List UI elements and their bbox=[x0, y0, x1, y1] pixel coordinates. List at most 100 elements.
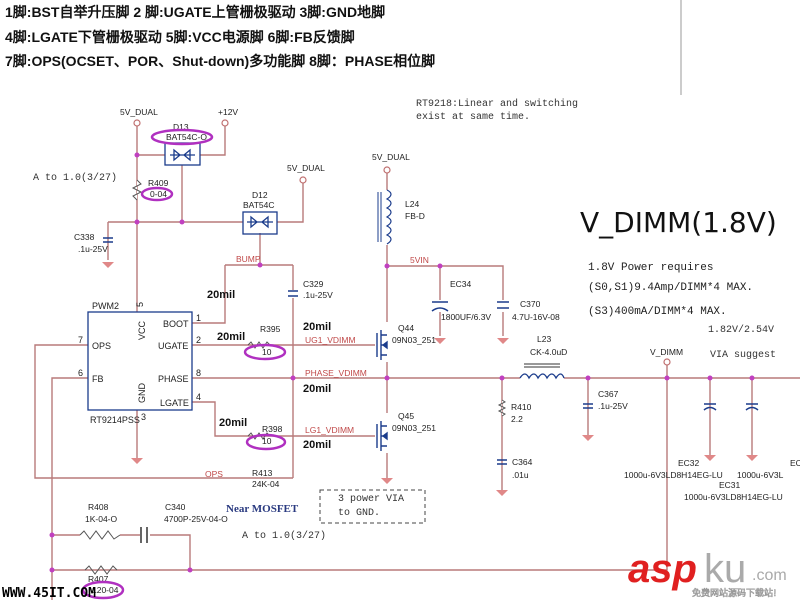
power-via-note-2: to GND. bbox=[338, 508, 380, 519]
net-bump: BUMP bbox=[236, 254, 261, 264]
c338-ref: C338 bbox=[74, 232, 95, 242]
junctions bbox=[49, 152, 755, 573]
trace-width-boot: 20mil bbox=[207, 289, 235, 301]
c329-value: .1u-25V bbox=[303, 290, 333, 300]
pin-ugate: UGATE bbox=[158, 341, 188, 351]
resistor-r398: R398 10 bbox=[245, 424, 287, 451]
logo-ku: ku bbox=[704, 547, 746, 591]
capacitor-ec-partial: EC 1000u-6V3L bbox=[737, 403, 800, 480]
r413-value: 24K-04 bbox=[252, 479, 280, 489]
resistor-r410: R410 2.2 bbox=[497, 399, 532, 424]
rail-title: V_DIMM(1.8V) bbox=[580, 206, 777, 239]
watermark-45it: WWW.45IT.COM bbox=[2, 586, 96, 600]
trace-width-lgate: 20mil bbox=[219, 417, 247, 429]
d12-value: BAT54C bbox=[243, 200, 275, 210]
resistor-r409: R409 0-04 bbox=[131, 178, 174, 202]
capacitor-ec34: EC34 1800UF/6.3V bbox=[431, 279, 491, 322]
requirement-1: 1.8V Power requires bbox=[588, 262, 713, 274]
ec-ref: EC bbox=[790, 458, 800, 468]
resistor-r407: R407 120-04 bbox=[81, 565, 125, 600]
d12-ref: D12 bbox=[252, 190, 268, 200]
l23-value: CK-4.0uD bbox=[530, 347, 567, 357]
c364-value: .01u bbox=[512, 470, 529, 480]
d13-ref: D13 bbox=[173, 122, 189, 132]
wires bbox=[34, 126, 800, 600]
c370-value: 4.7U-16V-08 bbox=[512, 312, 560, 322]
pin-lgate: LGATE bbox=[160, 398, 189, 408]
mosfet-q45: Q45 09N03_251 bbox=[376, 411, 436, 453]
revision-note-2: A to 1.0(3/27) bbox=[242, 530, 326, 542]
net-vdimm: V_DIMM bbox=[650, 347, 683, 357]
highlight-ellipse bbox=[140, 186, 174, 202]
power-ports bbox=[133, 119, 671, 366]
ic-part: RT9214PSS bbox=[90, 415, 140, 425]
l24-value: FB-D bbox=[405, 211, 425, 221]
trace-width-phase: 20mil bbox=[303, 383, 331, 395]
via-note: VIA suggest bbox=[710, 350, 776, 361]
pin-boot: BOOT bbox=[163, 319, 189, 329]
capacitor-c338: C338 .1u-25V bbox=[74, 232, 113, 254]
capacitor-c364: C364 .01u bbox=[497, 457, 533, 480]
resistor-r395: R395 10 bbox=[243, 324, 287, 361]
q44-value: 09N03_251 bbox=[392, 335, 436, 345]
diode-d13: D13 BAT54C-O bbox=[150, 122, 214, 166]
pin-description-notes: 1脚:BST自举升压脚 2 脚:UGATE上管栅极驱动 3脚:GND地脚 4脚:… bbox=[5, 4, 435, 69]
inductor-l23: L23 CK-4.0uD bbox=[519, 334, 567, 380]
r409-value: 0-04 bbox=[150, 189, 167, 199]
net-5v-dual-3: 5V_DUAL bbox=[372, 152, 410, 162]
pin-num-phase: 8 bbox=[196, 368, 201, 378]
capacitor-c370: C370 4.7U-16V-08 bbox=[497, 299, 560, 322]
near-mosfet-note: Near MOSFET bbox=[226, 503, 299, 515]
diode-d12: D12 BAT54C bbox=[242, 190, 278, 235]
q45-value: 09N03_251 bbox=[392, 423, 436, 433]
r398-ref: R398 bbox=[262, 424, 283, 434]
capacitor-ec31: EC31 1000u-6V3LD8H14EG-LU bbox=[684, 480, 783, 502]
rt9218-note-2: exist at same time. bbox=[416, 111, 530, 123]
highlight-ellipse bbox=[81, 580, 125, 600]
capacitor-c367: C367 .1u-25V bbox=[583, 389, 628, 411]
inductor-l24: L24 FB-D bbox=[377, 189, 425, 245]
c340-value: 4700P-25V-04-O bbox=[164, 514, 228, 524]
watermark-aspku-logo: asp ku .com 免费网站源码下载站! bbox=[628, 547, 787, 599]
l23-ref: L23 bbox=[537, 334, 551, 344]
net-5v-dual-2: 5V_DUAL bbox=[287, 163, 325, 173]
c367-ref: C367 bbox=[598, 389, 619, 399]
r395-ref: R395 bbox=[260, 324, 281, 334]
capacitor-c340: C340 4700P-25V-04-O bbox=[140, 502, 228, 543]
c370-ref: C370 bbox=[520, 299, 541, 309]
pin-vcc: VCC bbox=[137, 320, 147, 340]
r408-value: 1K-04-O bbox=[85, 514, 118, 524]
resistor-r413: R413 24K-04 bbox=[252, 468, 280, 489]
net-ops: OPS bbox=[205, 469, 223, 479]
voltage-note: 1.82V/2.54V bbox=[708, 324, 774, 336]
pin-gnd: GND bbox=[137, 383, 147, 404]
power-via-note-1: 3 power VIA bbox=[338, 494, 404, 505]
pin-ops: OPS bbox=[92, 341, 111, 351]
note-line-2: 4脚:LGATE下管栅极驱动 5脚:VCC电源脚 6脚:FB反馈脚 bbox=[5, 29, 355, 45]
net-5v-dual-1: 5V_DUAL bbox=[120, 107, 158, 117]
pwm-controller-ic: PWM2 RT9214PSS BOOT UGATE PHASE LGATE OP… bbox=[78, 301, 201, 425]
capacitor-ec32: EC32 1000u-6V3LD8H14EG-LU bbox=[624, 403, 723, 480]
ec31-value: 1000u-6V3LD8H14EG-LU bbox=[684, 492, 783, 502]
net-lg1: LG1_VDIMM bbox=[305, 425, 354, 435]
r413-ref: R413 bbox=[252, 468, 273, 478]
q45-ref: Q45 bbox=[398, 411, 414, 421]
r407-ref: R407 bbox=[88, 574, 109, 584]
highlight-ellipse bbox=[243, 343, 287, 361]
r398-value: 10 bbox=[262, 436, 272, 446]
pin-num-gnd: 3 bbox=[141, 412, 146, 422]
r410-value: 2.2 bbox=[511, 414, 523, 424]
ec31-ref: EC31 bbox=[719, 480, 741, 490]
pin-fb: FB bbox=[92, 374, 104, 384]
net-phase: PHASE_VDIMM bbox=[305, 368, 367, 378]
trace-width-lg: 20mil bbox=[303, 439, 331, 451]
trace-width-ugate: 20mil bbox=[217, 331, 245, 343]
c329-ref: C329 bbox=[303, 279, 324, 289]
ec34-ref: EC34 bbox=[450, 279, 472, 289]
highlight-ellipse bbox=[245, 433, 287, 451]
q44-ref: Q44 bbox=[398, 323, 414, 333]
mosfet-q44: Q44 09N03_251 bbox=[376, 322, 436, 362]
note-line-3: 7脚:OPS(OCSET、POR、Shut-down)多功能脚 8脚：PHASE… bbox=[5, 53, 435, 69]
logo-com: .com bbox=[752, 567, 787, 584]
pin-num-vcc: 5 bbox=[135, 302, 145, 307]
